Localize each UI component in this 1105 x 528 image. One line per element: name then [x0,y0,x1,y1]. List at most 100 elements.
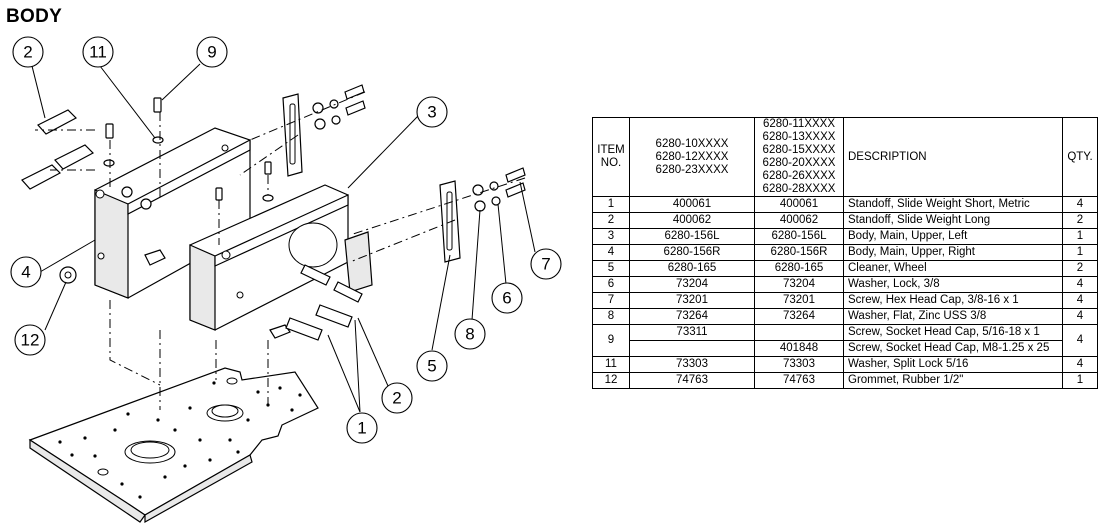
header-item-no: ITEM NO. [592,117,630,197]
balloon-9-label: 9 [207,43,216,62]
part-a-cell: 400062 [629,212,755,229]
balloon-8-label: 8 [465,325,474,344]
part-a-cell: 73204 [629,276,755,293]
part-b-cell: 400062 [754,212,844,229]
part-a-cell: 6280-156R [629,244,755,261]
balloon-12 [14,324,46,356]
item-no-cell: 1 [592,196,630,213]
item-no-cell: 11 [592,356,630,373]
part-a-cell: 73201 [629,292,755,309]
description-cell: Body, Main, Upper, Right [843,244,1063,261]
item-no-cell: 8 [592,308,630,325]
balloon-2-top-label: 2 [23,43,32,62]
header-part-group-a: 6280-10XXXX 6280-12XXXX 6280-23XXXX [629,117,755,197]
description-cell: Standoff, Slide Weight Long [843,212,1063,229]
part-b-cell: 6280-156R [754,244,844,261]
balloon-1-label: 1 [357,419,366,438]
balloon-8 [454,318,486,350]
balloon-2-top [12,36,44,68]
description-cell: Washer, Lock, 3/8 [843,276,1063,293]
part-a-cell: 400061 [629,196,755,213]
header-b-line-6: 6280-28XXXX [762,183,836,195]
balloon-12-label: 12 [21,331,40,350]
qty-cell: 2 [1062,260,1098,277]
part-b-cell: 73201 [754,292,844,309]
description-cell: Cleaner, Wheel [843,260,1063,277]
balloon-7-label: 7 [541,255,550,274]
part-b-cell: 73204 [754,276,844,293]
exploded-assembly-drawing: 2 11 9 3 4 12 5 8 6 7 2 1 [10,36,562,524]
header-a-line-1: 6280-10XXXX [655,137,729,150]
part-b-cell: 401848 [754,340,844,357]
part-b-cell: 74763 [754,372,844,389]
balloon-4-label: 4 [21,263,30,282]
header-b-line-1: 6280-11XXXX [762,118,836,130]
balloon-5 [416,350,448,382]
main-body [94,127,349,339]
balloon-4 [10,256,42,288]
part-b-cell: 73303 [754,356,844,373]
part-b-cell: 6280-156L [754,228,844,245]
balloon-3-label: 3 [427,103,436,122]
header-b-line-5: 6280-26XXXX [762,170,836,182]
item-no-cell: 3 [592,228,630,245]
part-b-cell: 6280-165 [754,260,844,277]
description-cell: Washer, Split Lock 5/16 [843,356,1063,373]
fasteners [59,84,526,284]
bill-of-materials-table: ITEM NO. 6280-10XXXX 6280-12XXXX 6280-23… [592,117,1098,389]
assembly-lines [35,91,526,410]
balloon-1 [346,412,378,444]
item-no-cell: 7 [592,292,630,309]
item-no-cell: 6 [592,276,630,293]
item-no-cell: 2 [592,212,630,229]
part-a-cell: 73264 [629,308,755,325]
part-a-cell: 6280-165 [629,260,755,277]
balloon-6 [491,282,523,314]
balloon-11 [82,36,114,68]
item-no-cell: 9 [592,324,630,357]
header-b-line-4: 6280-20XXXX [762,157,836,169]
balloon-5-label: 5 [427,357,436,376]
description-cell: Body, Main, Upper, Left [843,228,1063,245]
description-cell: Grommet, Rubber 1/2" [843,372,1063,389]
header-item-line-2: NO. [600,157,622,169]
header-item-line-1: ITEM [597,144,625,156]
part-a-cell: 73303 [629,356,755,373]
header-part-group-b: 6280-11XXXX 6280-13XXXX 6280-15XXXX 6280… [754,117,844,197]
item-no-cell: 5 [592,260,630,277]
header-description: DESCRIPTION [843,117,1063,197]
header-b-line-2: 6280-13XXXX [762,131,836,143]
part-a-cell: 6280-156L [629,228,755,245]
balloon-2-bottom [381,382,413,414]
description-cell: Washer, Flat, Zinc USS 3/8 [843,308,1063,325]
callout-balloons: 2 11 9 3 4 12 5 8 6 7 2 1 [10,36,562,444]
qty-cell: 1 [1062,228,1098,245]
wheel-cleaners [282,93,461,293]
part-a-cell [629,340,755,357]
balloon-11-label: 11 [89,43,107,62]
balloon-2-bottom-label: 2 [392,389,401,408]
part-b-cell: 400061 [754,196,844,213]
description-cell: Screw, Socket Head Cap, M8-1.25 x 25 [843,340,1063,357]
header-a-line-2: 6280-12XXXX [655,150,729,163]
base-plate [28,367,319,524]
balloon-9 [196,36,228,68]
header-a-line-3: 6280-23XXXX [655,163,729,176]
qty-cell: 4 [1062,292,1098,309]
description-cell: Screw, Hex Head Cap, 3/8-16 x 1 [843,292,1063,309]
balloon-7 [530,248,562,280]
part-b-cell: 73264 [754,308,844,325]
item-no-cell: 4 [592,244,630,261]
